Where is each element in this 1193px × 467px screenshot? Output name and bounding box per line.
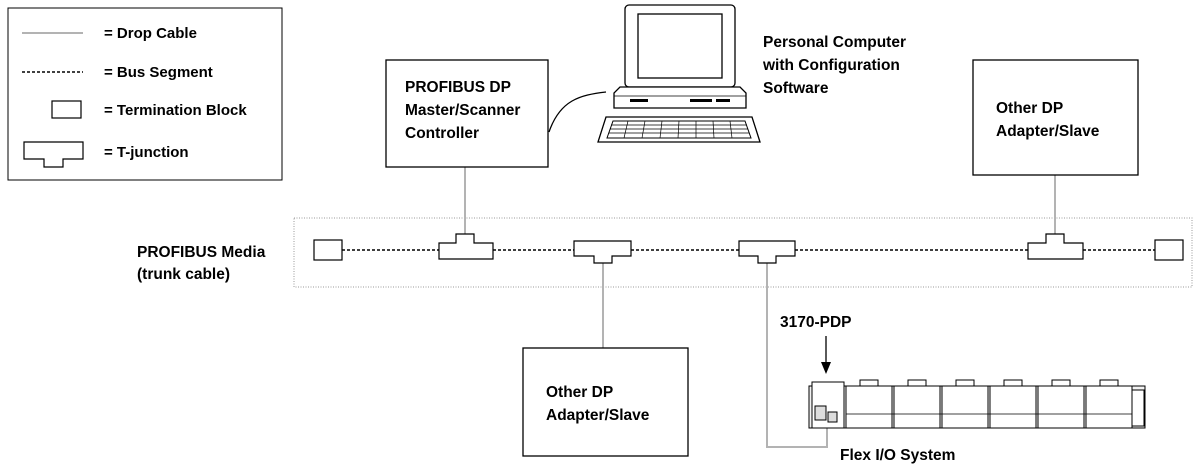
- computer-label-line3: Software: [763, 80, 829, 97]
- termination-block-left: [313, 239, 343, 261]
- slave-bottom-box: [522, 347, 689, 457]
- computer-icon: [597, 4, 761, 143]
- flex-io-label: Flex I/O System: [840, 447, 955, 464]
- profibus-media-region: [293, 217, 1193, 288]
- legend-termination-block-label: = Termination Block: [104, 102, 247, 119]
- legend: = Drop Cable = Bus Segment = Termination…: [7, 7, 283, 181]
- drop-cables: [464, 167, 1056, 448]
- termination-block-right: [1154, 239, 1184, 261]
- slave-right-box: [972, 59, 1139, 176]
- legend-termination-block-icon: [51, 100, 82, 119]
- media-label-line2: (trunk cable): [137, 266, 230, 283]
- computer-link-cable: [548, 91, 607, 133]
- t-junction-flex-io: [738, 240, 796, 264]
- adapter-label: 3170-PDP: [780, 314, 852, 331]
- t-junction-master: [438, 233, 494, 260]
- master-label-line3: Controller: [405, 125, 479, 142]
- flex-io-icon: [808, 379, 1146, 429]
- slave-bottom-label-line2: Adapter/Slave: [546, 407, 650, 424]
- master-scanner-box: [385, 59, 549, 168]
- slave-bottom-label-line1: Other DP: [546, 384, 613, 401]
- drop-cable-flex-io: [766, 263, 828, 448]
- legend-t-junction-icon: [23, 141, 84, 168]
- legend-bus-segment-label: = Bus Segment: [104, 64, 213, 81]
- master-label-line1: PROFIBUS DP: [405, 79, 511, 96]
- computer-label-line2: with Configuration: [762, 57, 900, 74]
- computer-label-line1: Personal Computer: [763, 34, 906, 51]
- legend-drop-cable-label: = Drop Cable: [104, 25, 197, 42]
- adapter-arrow-head: [821, 362, 831, 374]
- slave-right-label-line2: Adapter/Slave: [996, 123, 1100, 140]
- media-label-line1: PROFIBUS Media: [137, 244, 266, 261]
- t-junction-slave-bottom: [573, 240, 632, 264]
- master-label-line2: Master/Scanner: [405, 102, 520, 119]
- slave-right-label-line1: Other DP: [996, 100, 1063, 117]
- legend-t-junction-label: = T-junction: [104, 144, 189, 161]
- t-junction-slave-right: [1027, 233, 1084, 260]
